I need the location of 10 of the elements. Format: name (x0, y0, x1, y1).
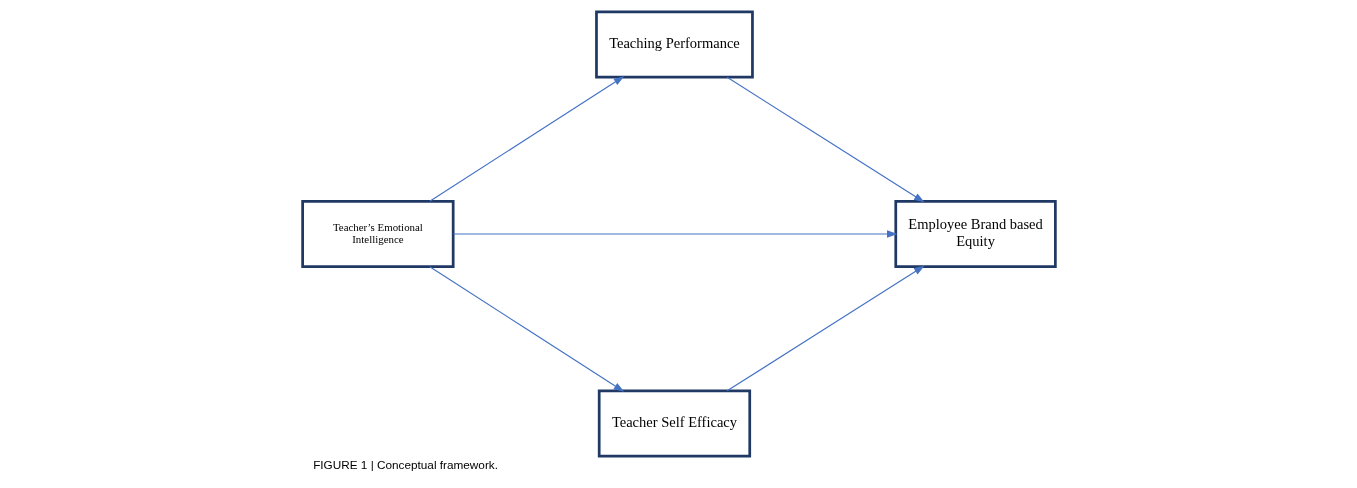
node-box: Teaching Performance (594, 10, 754, 79)
arrow (726, 76, 924, 203)
caption: FIGURE 1 | Conceptual framework. (312, 458, 498, 472)
node-box: Teacher’s Emotional Intelligence (300, 200, 455, 269)
node-box: Employee Brand based Equity (893, 200, 1057, 269)
node-box: Teacher Self Efficacy (597, 389, 751, 458)
arrow (428, 76, 624, 202)
arrow (452, 230, 898, 238)
arrow (428, 266, 624, 392)
arrow (726, 265, 924, 392)
